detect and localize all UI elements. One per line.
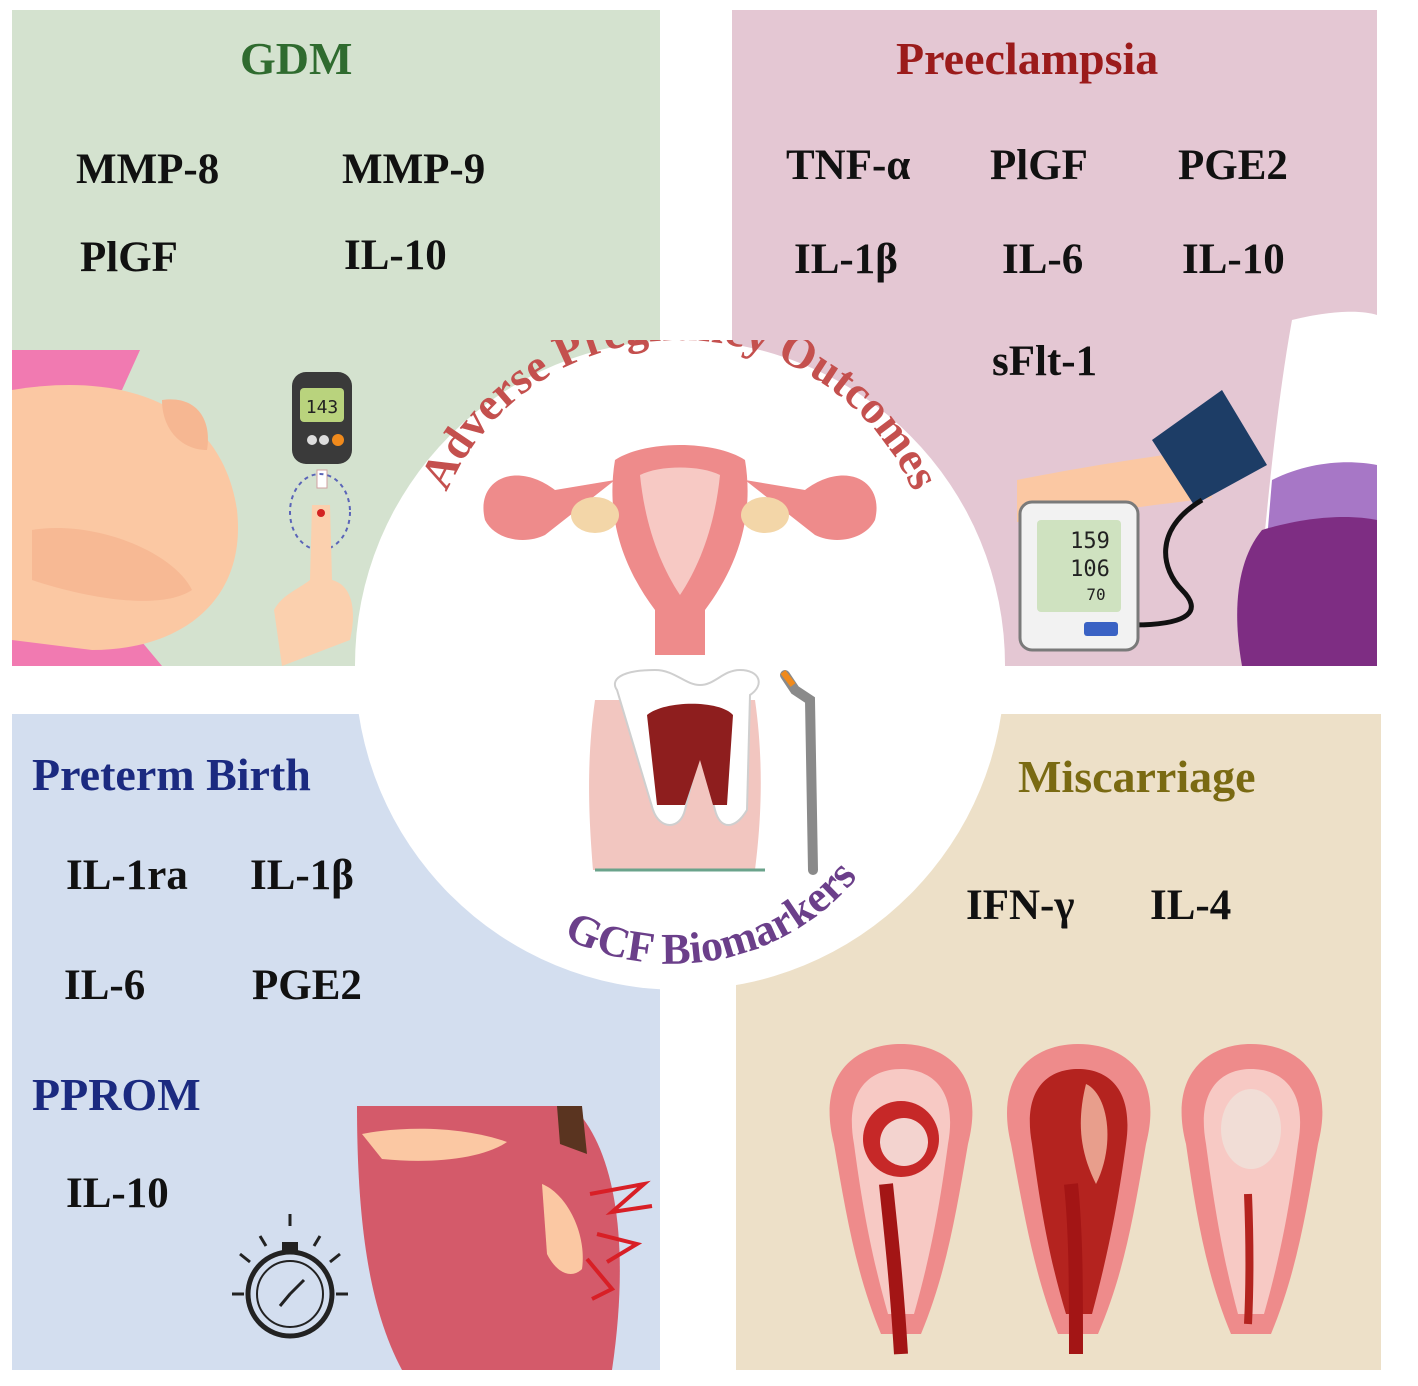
- gdm-biomarker: IL-10: [344, 232, 447, 279]
- preterm-birth-title: Preterm Birth: [32, 749, 311, 800]
- center-illustration: Adverse Pregnancy Outcomes GCF Biomarker…: [410, 340, 951, 974]
- preeclampsia-biomarker: IL-1β: [794, 236, 898, 283]
- uterus-fetus-icon: [829, 1044, 973, 1355]
- glucose-meter-icon: 143: [292, 372, 352, 489]
- preterm-birth-illustration: [232, 1106, 653, 1370]
- preeclampsia-panel: 159 106 70 Preeclampsia TNF-α PlGF PGE2 …: [732, 10, 1377, 666]
- bp-cuff-icon: [1152, 390, 1267, 505]
- miscarriage-biomarker: IFN-γ: [966, 882, 1075, 929]
- svg-text:106: 106: [1070, 557, 1110, 582]
- preeclampsia-title: Preeclampsia: [896, 33, 1159, 84]
- gdm-biomarker: MMP-8: [76, 146, 220, 193]
- preterm-birth-biomarker: PGE2: [252, 962, 362, 1009]
- preterm-birth-biomarker: IL-1β: [250, 852, 354, 899]
- preterm-birth-biomarker: IL-1ra: [66, 852, 188, 899]
- svg-text:70: 70: [1086, 585, 1105, 604]
- preterm-birth-biomarker: IL-6: [64, 962, 146, 1009]
- preeclampsia-biomarker: PlGF: [990, 142, 1088, 189]
- uterus-icon: [483, 445, 877, 655]
- preeclampsia-biomarker: PGE2: [1178, 142, 1288, 189]
- preeclampsia-biomarker: IL-6: [1002, 236, 1084, 283]
- preeclampsia-illustration: 159 106 70: [1017, 311, 1377, 666]
- gdm-title: GDM: [240, 33, 353, 84]
- preeclampsia-biomarker: sFlt-1: [992, 338, 1098, 385]
- dental-probe-icon: [780, 670, 818, 875]
- preeclampsia-biomarker: TNF-α: [786, 142, 911, 189]
- pprom-biomarker: IL-10: [66, 1170, 169, 1217]
- gdm-illustration: 143: [12, 350, 353, 666]
- gdm-panel: 143 GDM MMP-8 MMP-9 PlGF IL-10: [12, 10, 660, 666]
- miscarriage-illustration: [829, 1044, 1323, 1355]
- miscarriage-panel: Miscarriage IFN-γ IL-4: [736, 714, 1381, 1370]
- gdm-biomarker: PlGF: [80, 234, 178, 281]
- gdm-biomarker: MMP-9: [342, 146, 486, 193]
- uterus-empty-sac-icon: [1181, 1044, 1323, 1334]
- blood-drop-highlight: [289, 473, 351, 551]
- svg-text:143: 143: [306, 397, 339, 418]
- tooth-icon: [589, 668, 765, 872]
- finger-icon: [274, 505, 353, 666]
- pprom-title: PPROM: [32, 1069, 201, 1120]
- uterus-bleeding-icon: [1007, 1044, 1151, 1355]
- miscarriage-title: Miscarriage: [1018, 751, 1256, 802]
- stopwatch-icon: [232, 1214, 348, 1339]
- preeclampsia-biomarker: IL-10: [1182, 236, 1285, 283]
- bp-monitor-icon: 159 106 70: [1018, 500, 1140, 652]
- miscarriage-biomarker: IL-4: [1150, 882, 1232, 929]
- svg-text:159: 159: [1070, 529, 1110, 554]
